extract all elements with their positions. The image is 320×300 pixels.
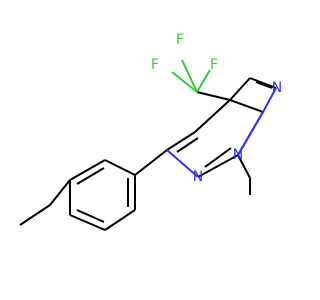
- pyridine-bond-2: [194, 99, 231, 133]
- cf3-link-bond: [196, 91, 231, 101]
- pyridine-inner-bond-2: [204, 147, 232, 168]
- pyrazole-inner-bond: [255, 81, 273, 89]
- benzene-bond-1: [69, 159, 106, 181]
- pyridine-nitrogen-label: N: [193, 169, 203, 185]
- pyrazole-bond-5: [237, 154, 251, 179]
- pyrazole-upper-nitrogen-label: N: [272, 80, 282, 96]
- molecule-structure: F F F N N N: [19, 32, 282, 231]
- pyrazole-bond-4: [237, 111, 264, 156]
- cf3-top-bond: [181, 59, 198, 93]
- pyridine-bond-1: [166, 131, 196, 151]
- ethyl-terminal-bond: [19, 204, 51, 226]
- pyrazole-bond-2: [249, 77, 277, 89]
- cf3-right-bond: [196, 69, 211, 93]
- pyrazole-lower-nitrogen-label: N: [233, 147, 243, 163]
- cf3-left-bond: [171, 71, 198, 93]
- benzene-inner-bond-1: [76, 167, 105, 185]
- pyrazole-bond-1: [229, 77, 251, 101]
- pyridine-bond-5: [197, 154, 239, 178]
- benzene-inner-bond-3: [76, 209, 105, 223]
- pyrazole-bond-3: [262, 87, 277, 113]
- pyridine-inner-bond-1: [176, 137, 199, 153]
- ethyl-link-bond: [49, 179, 71, 206]
- benzene-bond-4: [104, 209, 136, 231]
- fluorine-top-label: F: [176, 32, 184, 48]
- benzene-bond-2: [104, 159, 136, 176]
- fluorine-left-label: F: [151, 57, 159, 73]
- benzene-bond-5: [69, 214, 106, 231]
- pyridine-n-bond: [166, 149, 199, 178]
- pyridine-bond-3: [229, 99, 264, 113]
- aryl-link-bond: [134, 149, 168, 176]
- fluorine-right-label: F: [210, 57, 218, 73]
- molecule-canvas: F F F N N N: [19, 32, 283, 231]
